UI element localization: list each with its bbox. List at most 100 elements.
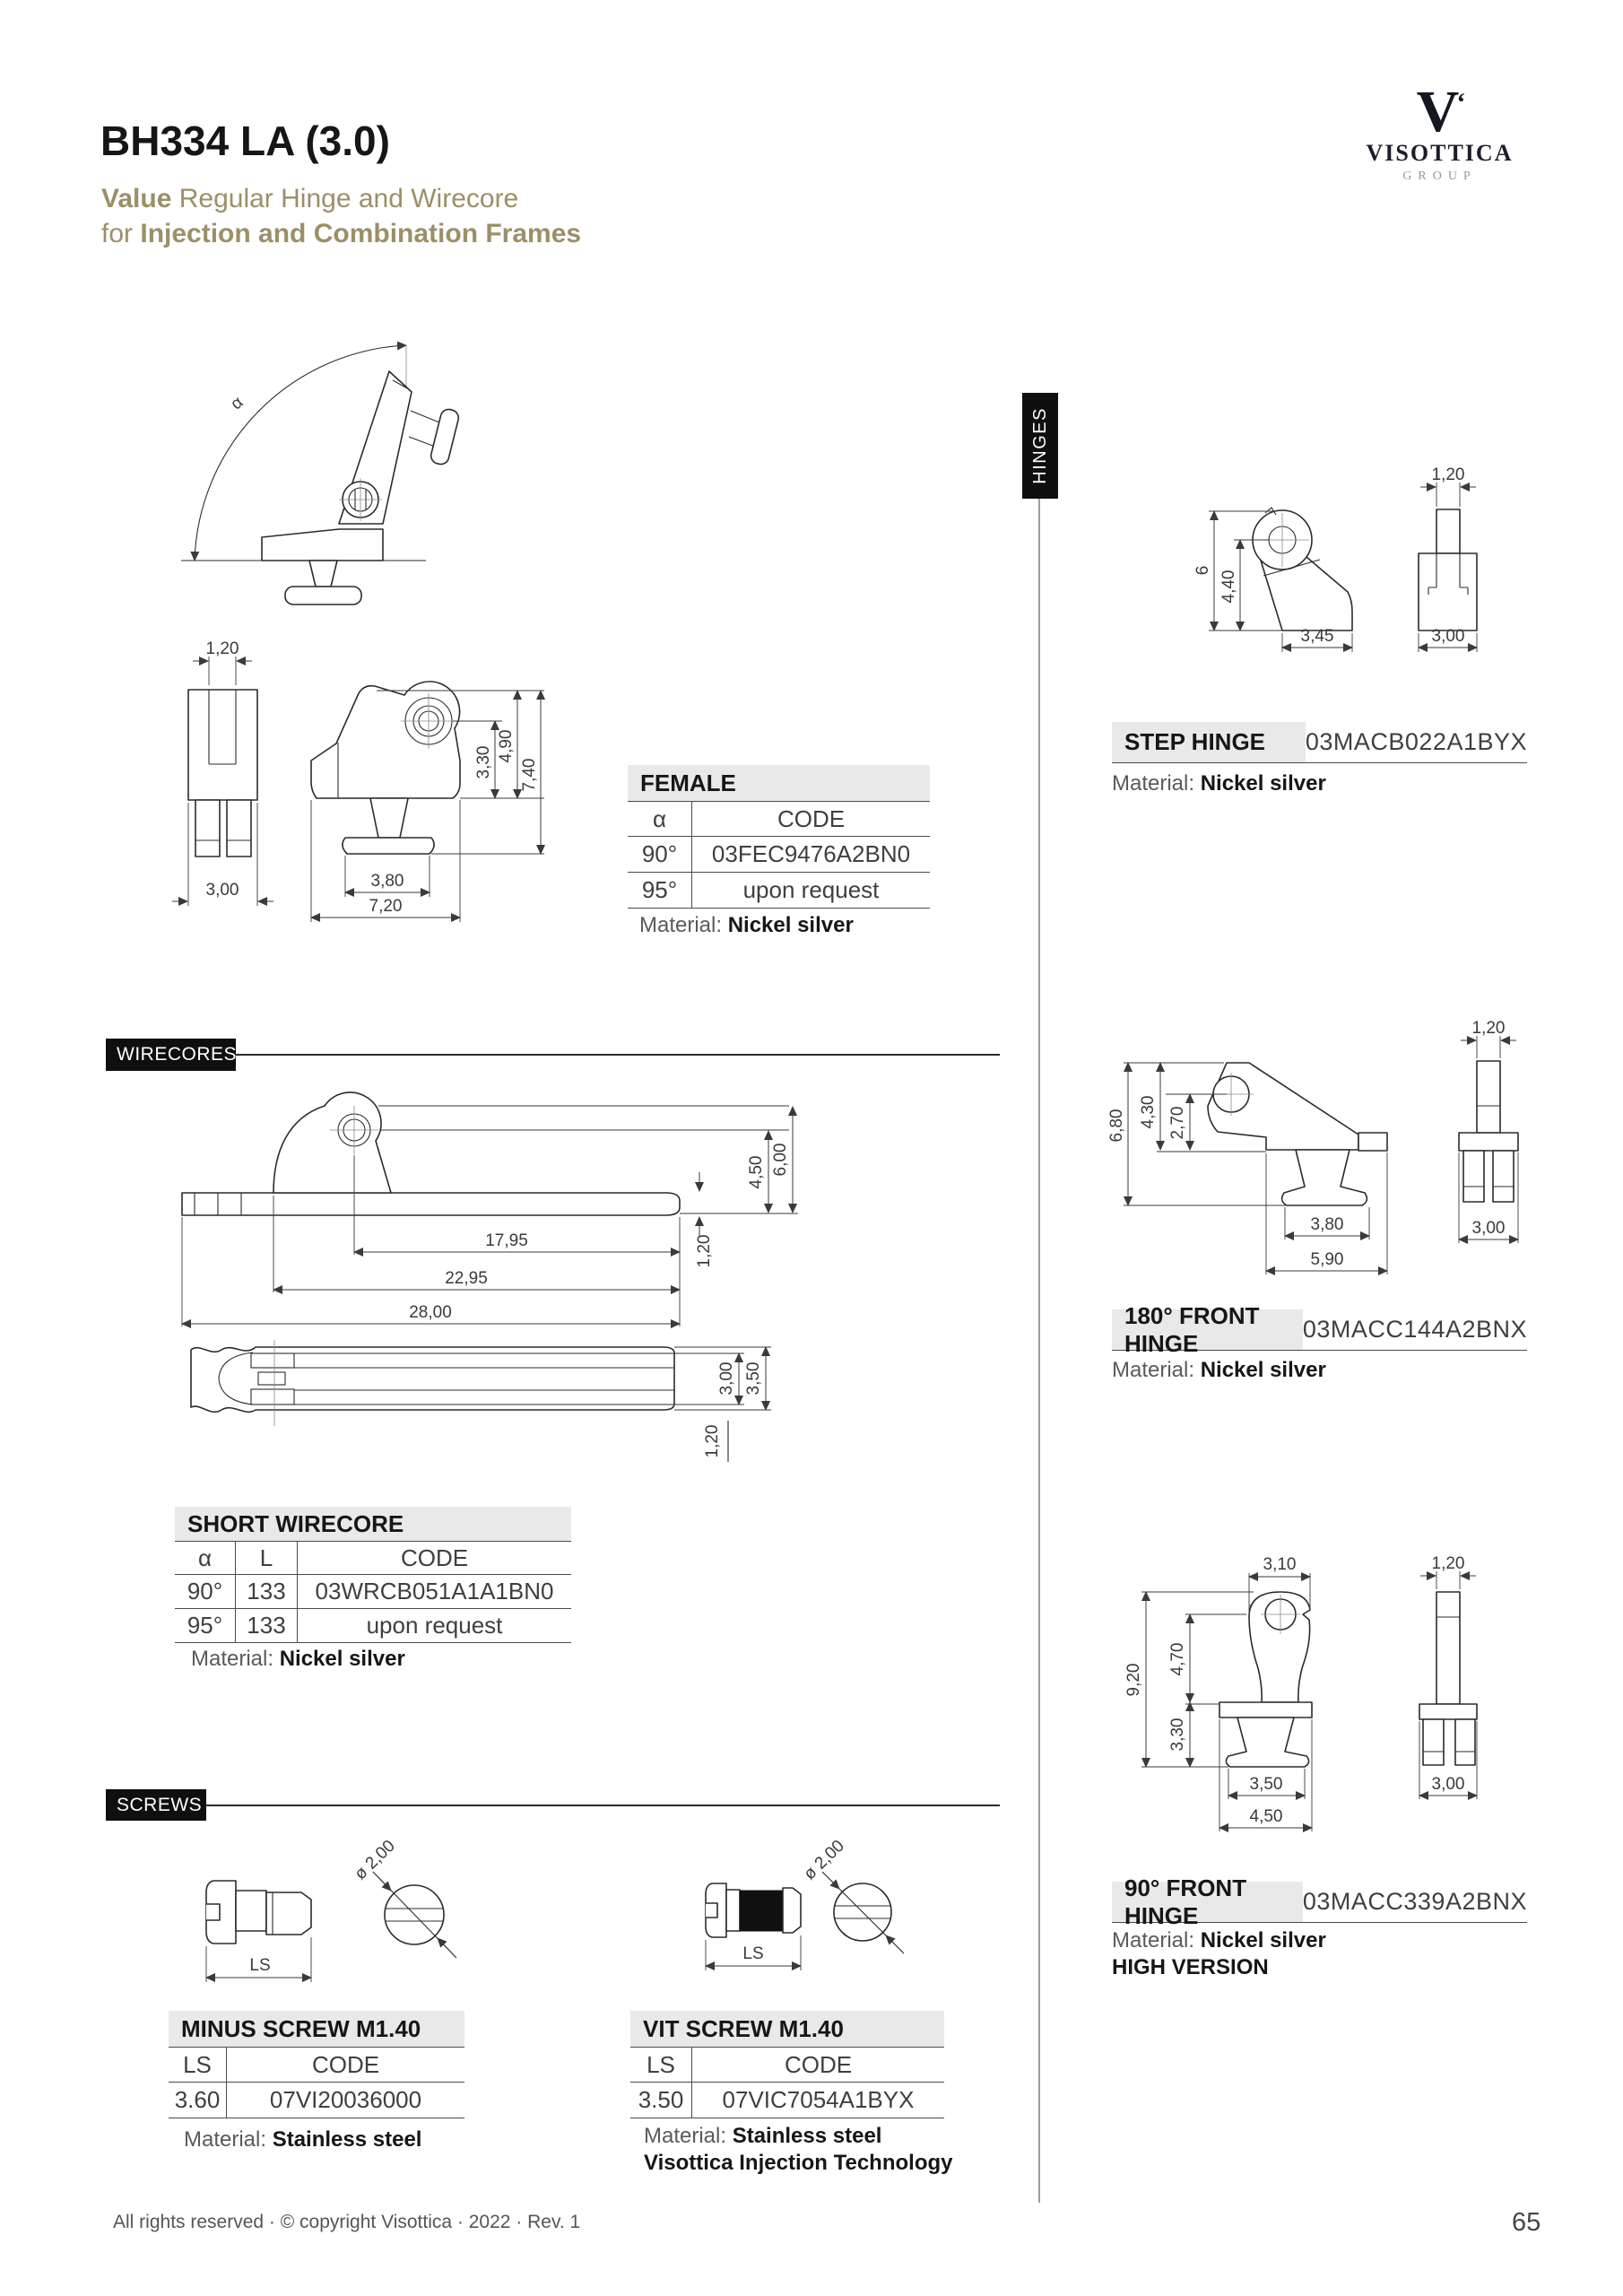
svg-text:2,70: 2,70 xyxy=(1168,1107,1187,1140)
minus-screw-table: MINUS SCREW M1.40 LS CODE 3.60 07VI20036… xyxy=(169,2011,464,2118)
screws-rule xyxy=(206,1805,1000,1806)
vit-screw-table: VIT SCREW M1.40 LS CODE 3.50 07VIC7054A1… xyxy=(630,2011,944,2118)
short-wirecore-table: SHORT WIRECORE α L CODE 90° 133 03WRCB05… xyxy=(175,1507,571,1643)
table-row: 3.60 07VI20036000 xyxy=(169,2083,464,2118)
vit-screw-material: Material: Stainless steel xyxy=(644,2124,882,2148)
svg-text:3,00: 3,00 xyxy=(1432,1775,1465,1794)
female-table-header: α CODE xyxy=(628,801,930,837)
product-name: STEP HINGE xyxy=(1112,722,1306,762)
table-row: 95° 133 upon request xyxy=(175,1609,571,1643)
table-row: 90° 03FEC9476A2BN0 xyxy=(628,837,930,873)
drawing-wirecore-section: 3,00 3,50 1,20 xyxy=(190,1340,771,1462)
front-hinge-90-front-view xyxy=(1219,1591,1313,1768)
svg-text:9,20: 9,20 xyxy=(1124,1664,1143,1697)
svg-text:6,80: 6,80 xyxy=(1107,1109,1126,1143)
visottica-logo: V‘ VISOTTICA GROUP xyxy=(1361,75,1518,184)
svg-text:1,20: 1,20 xyxy=(695,1235,714,1268)
svg-text:3,30: 3,30 xyxy=(1168,1718,1187,1752)
female-table: FEMALE α CODE 90° 03FEC9476A2BN0 95° upo… xyxy=(628,765,930,909)
svg-text:1,20: 1,20 xyxy=(1472,1019,1506,1038)
drawing-step-hinge: 6 4,40 3,45 1,20 3,00 xyxy=(1193,465,1478,652)
svg-text:17,95: 17,95 xyxy=(485,1231,528,1250)
vit-screw-part xyxy=(705,1883,802,1938)
svg-text:ø 2,00: ø 2,00 xyxy=(801,1837,848,1884)
front-hinge-90-side-view xyxy=(1419,1591,1478,1766)
svg-text:6: 6 xyxy=(1193,566,1212,576)
tab-hinges: HINGES xyxy=(1022,393,1058,499)
hinge-part xyxy=(261,370,460,605)
front-hinge-90-material: Material: Nickel silver xyxy=(1112,1928,1326,1952)
svg-text:7,40: 7,40 xyxy=(520,759,539,792)
table-row: 3.50 07VIC7054A1BYX xyxy=(630,2083,944,2118)
subtitle-line2: for Injection and Combination Frames xyxy=(101,219,582,248)
svg-text:3,00: 3,00 xyxy=(1432,627,1465,646)
female-material: Material: Nickel silver xyxy=(639,913,854,937)
svg-text:28,00: 28,00 xyxy=(409,1303,452,1322)
product-name: 90° FRONT HINGE xyxy=(1112,1874,1303,1929)
svg-text:1,20: 1,20 xyxy=(1432,465,1465,484)
svg-text:3,00: 3,00 xyxy=(717,1362,736,1396)
female-table-title: FEMALE xyxy=(628,765,930,801)
wirecore-section-part xyxy=(190,1340,675,1426)
vit-screw-note: Visottica Injection Technology xyxy=(644,2151,953,2175)
front-hinge-180-material: Material: Nickel silver xyxy=(1112,1358,1326,1382)
drawing-wirecore-top: 4,50 6,00 1,20 17,95 22,95 28,00 xyxy=(181,1091,798,1328)
drawing-alpha-hinge: α xyxy=(181,341,460,605)
logo-group: GROUP xyxy=(1402,170,1477,183)
drawing-vit-screw: LS ø 2,00 xyxy=(705,1837,905,1970)
svg-text:1,20: 1,20 xyxy=(703,1425,722,1458)
drawing-front-hinge-180: 6,80 4,30 2,70 3,80 5,90 1,20 3,00 xyxy=(1107,1019,1519,1275)
product-code: 03MACC339A2BNX xyxy=(1302,1888,1527,1915)
product-code: 03MACC144A2BNX xyxy=(1302,1316,1527,1343)
dim-alpha: α xyxy=(228,393,247,413)
svg-text:3,00: 3,00 xyxy=(206,881,239,900)
page-subtitle: Value Regular Hinge and Wirecore for Inj… xyxy=(101,181,581,251)
page-title: BH334 LA (3.0) xyxy=(100,117,390,164)
high-version-note: HIGH VERSION xyxy=(1112,1955,1269,1979)
section-wirecores: WIRECORES xyxy=(106,1039,237,1071)
svg-text:3,45: 3,45 xyxy=(1301,627,1334,646)
svg-text:3,50: 3,50 xyxy=(1250,1775,1283,1794)
front-hinge-180-side-view xyxy=(1458,1060,1519,1203)
svg-text:4,40: 4,40 xyxy=(1219,570,1238,604)
svg-text:5,90: 5,90 xyxy=(1311,1250,1344,1269)
product-code: 03MACB022A1BYX xyxy=(1305,728,1527,755)
step-hinge-material: Material: Nickel silver xyxy=(1112,771,1326,796)
svg-text:22,95: 22,95 xyxy=(445,1269,488,1288)
subtitle-line1: Value Regular Hinge and Wirecore xyxy=(101,184,519,213)
svg-text:ø 2,00: ø 2,00 xyxy=(352,1837,399,1884)
svg-text:7,20: 7,20 xyxy=(369,897,403,916)
drawing-minus-screw: LS ø 2,00 xyxy=(205,1837,457,1982)
table-row: 95° upon request xyxy=(628,873,930,909)
svg-text:6,00: 6,00 xyxy=(771,1144,790,1177)
svg-text:1,20: 1,20 xyxy=(1432,1554,1465,1573)
table-row: 90° 133 03WRCB051A1A1BN0 xyxy=(175,1575,571,1609)
front-hinge-90-header: 90° FRONT HINGE 03MACC339A2BNX xyxy=(1112,1874,1527,1929)
minus-screw-title: MINUS SCREW M1.40 xyxy=(169,2011,464,2047)
svg-text:3,50: 3,50 xyxy=(744,1362,763,1396)
svg-text:4,50: 4,50 xyxy=(747,1156,766,1189)
female-side-view xyxy=(187,689,258,857)
minus-screw-material: Material: Stainless steel xyxy=(184,2127,422,2152)
step-hinge-header: STEP HINGE 03MACB022A1BYX xyxy=(1112,722,1527,763)
step-hinge-front-view xyxy=(1252,507,1353,631)
front-hinge-180-header: 180° FRONT HINGE 03MACC144A2BNX xyxy=(1112,1302,1527,1357)
svg-text:4,90: 4,90 xyxy=(497,730,516,763)
svg-text:3,80: 3,80 xyxy=(1311,1215,1344,1234)
vit-screw-header: LS CODE xyxy=(630,2047,944,2083)
product-name: 180° FRONT HINGE xyxy=(1112,1302,1303,1357)
front-hinge-180-front-view xyxy=(1207,1062,1388,1206)
minus-screw-head-view xyxy=(372,1871,457,1959)
minus-screw-part xyxy=(205,1880,312,1944)
copyright-line: All rights reserved · © copyright Visott… xyxy=(113,2212,581,2232)
svg-text:4,30: 4,30 xyxy=(1139,1096,1158,1129)
minus-screw-header: LS CODE xyxy=(169,2047,464,2083)
section-screws: SCREWS xyxy=(106,1789,206,1821)
wirecore-part xyxy=(181,1091,681,1216)
svg-text:3,00: 3,00 xyxy=(1472,1219,1506,1238)
svg-text:3,80: 3,80 xyxy=(371,872,404,891)
short-wirecore-material: Material: Nickel silver xyxy=(191,1647,405,1671)
column-divider xyxy=(1038,499,1040,2203)
female-front-view xyxy=(310,681,461,855)
